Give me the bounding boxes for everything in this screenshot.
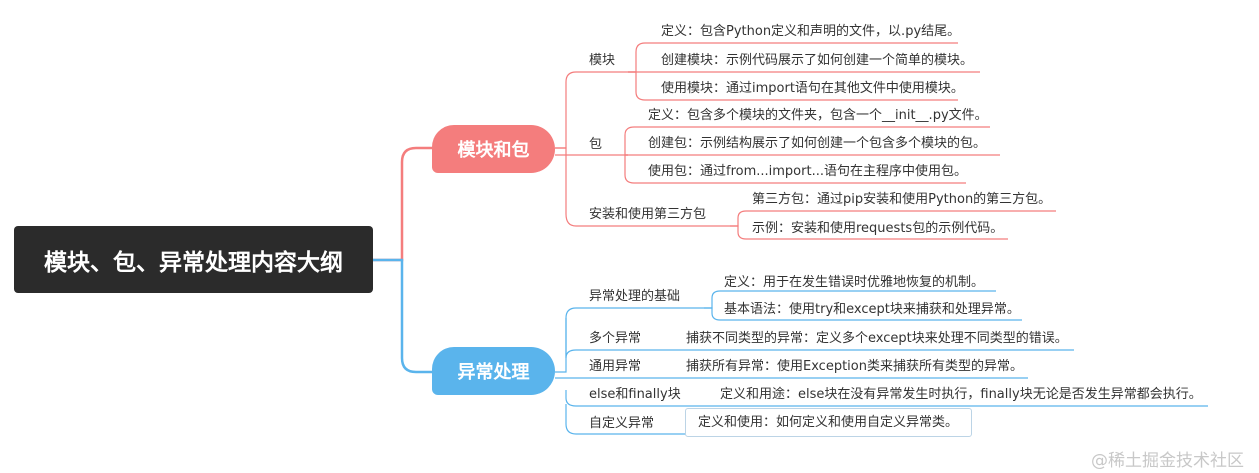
branch-label: 异常处理: [457, 362, 530, 383]
selected-topic-frame[interactable]: [685, 408, 972, 437]
branch-exception-handling[interactable]: 异常处理: [432, 347, 555, 395]
root-topic-label: 模块、包、异常处理内容大纲: [44, 249, 343, 276]
topic-third-party-example[interactable]: 示例：安装和使用requests包的示例代码。: [752, 221, 1004, 236]
topic-exception-syntax[interactable]: 基本语法：使用try和except块来捕获和处理异常。: [724, 302, 1020, 317]
topic-third-party-pip[interactable]: 第三方包：通过pip安装和使用Python的第三方包。: [752, 192, 1052, 207]
branch-modules-and-packages[interactable]: 模块和包: [432, 125, 555, 173]
topic-package[interactable]: 包: [589, 137, 603, 152]
watermark: @稀土掘金技术社区: [1091, 451, 1244, 471]
topic-package-definition[interactable]: 定义：包含多个模块的文件夹，包含一个__init__.py文件。: [648, 108, 988, 123]
topic-else-finally[interactable]: else和finally块: [589, 387, 681, 402]
topic-module-definition[interactable]: 定义：包含Python定义和声明的文件，以.py结尾。: [661, 24, 961, 39]
topic-module-create[interactable]: 创建模块：示例代码展示了如何创建一个简单的模块。: [661, 53, 974, 68]
topic-multiple-exceptions-detail[interactable]: 捕获不同类型的异常：定义多个except块来处理不同类型的错误。: [686, 331, 1068, 346]
topic-else-finally-detail[interactable]: 定义和用途：else块在没有异常发生时执行，finally块无论是否发生异常都会…: [720, 387, 1202, 402]
topic-custom-exception[interactable]: 自定义异常: [589, 416, 655, 431]
topic-third-party[interactable]: 安装和使用第三方包: [589, 207, 707, 222]
topic-module[interactable]: 模块: [589, 53, 616, 68]
branch-label: 模块和包: [457, 140, 530, 161]
root-topic[interactable]: 模块、包、异常处理内容大纲: [14, 226, 373, 293]
topic-package-use[interactable]: 使用包：通过from...import...语句在主程序中使用包。: [648, 164, 967, 179]
topic-custom-exception-detail[interactable]: 定义和使用：如何定义和使用自定义异常类。: [698, 415, 959, 430]
topic-package-create[interactable]: 创建包：示例结构展示了如何创建一个包含多个模块的包。: [648, 136, 987, 151]
topic-exception-definition[interactable]: 定义：用于在发生错误时优雅地恢复的机制。: [724, 275, 985, 290]
topic-module-use[interactable]: 使用模块：通过import语句在其他文件中使用模块。: [661, 81, 964, 96]
topic-multiple-exceptions[interactable]: 多个异常: [589, 331, 642, 346]
topic-general-exception-detail[interactable]: 捕获所有异常：使用Exception类来捕获所有类型的异常。: [686, 359, 1023, 374]
topic-general-exception[interactable]: 通用异常: [589, 359, 642, 374]
topic-exception-basics[interactable]: 异常处理的基础: [589, 289, 681, 304]
